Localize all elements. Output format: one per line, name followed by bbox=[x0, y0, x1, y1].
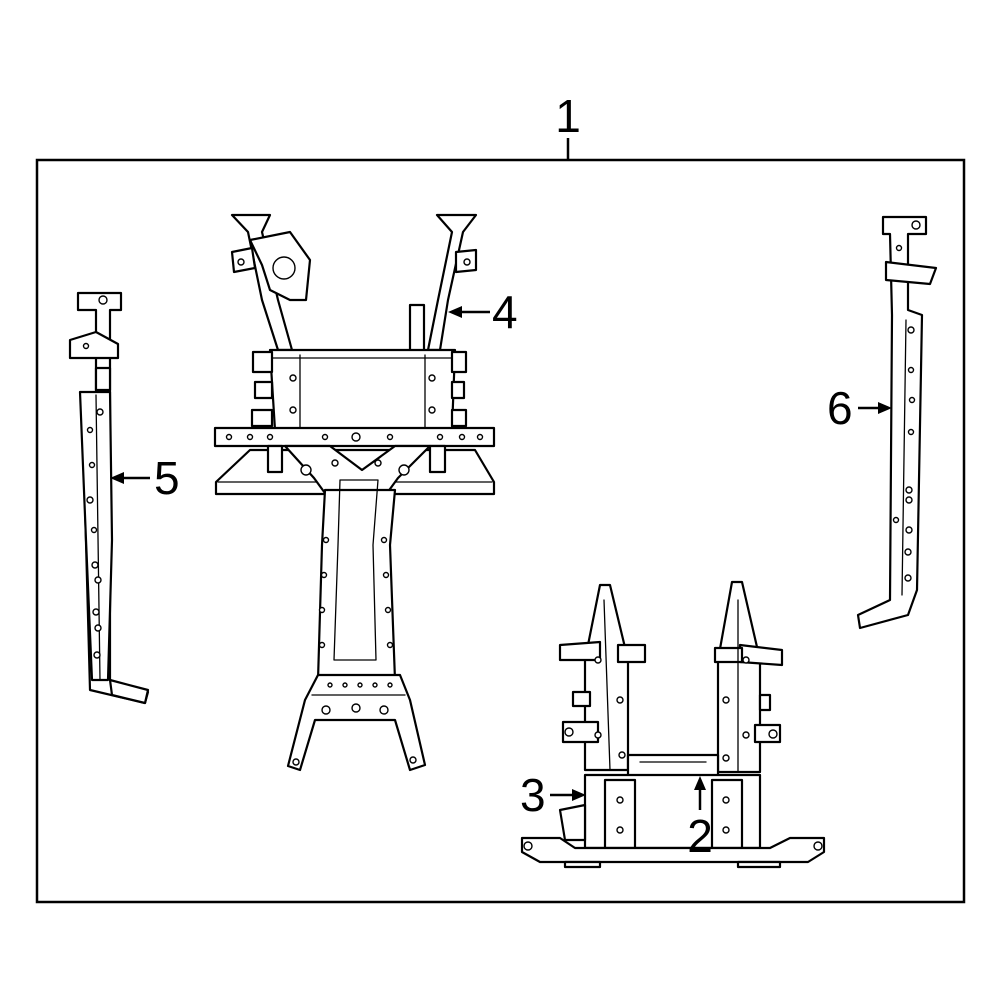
front-frame-rail[interactable] bbox=[558, 580, 784, 780]
callout-5[interactable]: 5 bbox=[110, 452, 180, 504]
left-side-rail[interactable] bbox=[68, 291, 150, 705]
callout-5-label: 5 bbox=[154, 452, 180, 504]
crossmember[interactable] bbox=[520, 773, 826, 869]
callout-2-label: 2 bbox=[687, 810, 713, 862]
callout-3-label: 3 bbox=[520, 769, 546, 821]
rear-frame-section[interactable] bbox=[213, 213, 496, 772]
callout-6-label: 6 bbox=[827, 382, 853, 434]
callout-1-label: 1 bbox=[555, 90, 581, 142]
callout-6[interactable]: 6 bbox=[827, 382, 892, 434]
diagram-border bbox=[35, 158, 966, 904]
callout-4[interactable]: 4 bbox=[448, 286, 518, 338]
callout-3[interactable]: 3 bbox=[520, 769, 586, 821]
callout-1[interactable]: 1 bbox=[555, 90, 581, 160]
right-side-rail[interactable] bbox=[856, 215, 938, 630]
callout-2[interactable]: 2 bbox=[687, 776, 713, 862]
callout-4-label: 4 bbox=[492, 286, 518, 338]
